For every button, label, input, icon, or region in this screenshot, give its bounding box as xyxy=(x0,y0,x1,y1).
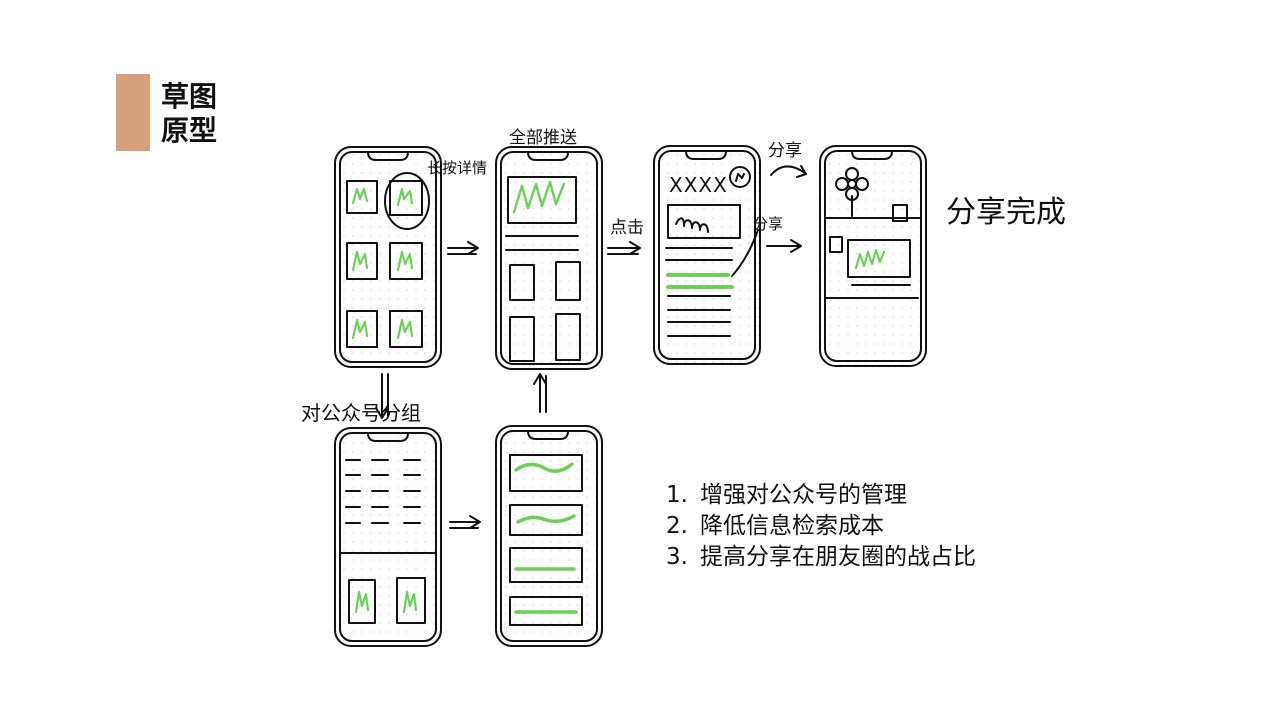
key-point-number: 2. xyxy=(666,513,688,539)
annotation-long-press: 长按详情 xyxy=(427,159,487,177)
annotation-xxxx: XXXX xyxy=(669,173,728,197)
title-accent-bar xyxy=(116,74,150,151)
annotation-click: 点击 xyxy=(610,218,644,238)
key-point-item: 1. 增强对公众号的管理 xyxy=(666,480,976,511)
annotation-share-arrow: 分享 xyxy=(753,215,783,233)
key-point-item: 3. 提高分享在朋友圈的战占比 xyxy=(666,542,976,573)
key-point-text: 提高分享在朋友圈的战占比 xyxy=(700,544,976,570)
phone-article-sketch xyxy=(653,145,761,365)
page-title: 草图 原型 xyxy=(161,80,217,148)
phone-grid-sketch xyxy=(334,146,442,368)
annotation-share-done: 分享完成 xyxy=(946,195,1066,230)
flow-arrows xyxy=(375,165,807,529)
annotation-all-articles: 全部推送 xyxy=(509,128,577,148)
key-point-item: 2. 降低信息检索成本 xyxy=(666,511,976,542)
key-points-list: 1. 增强对公众号的管理 2. 降低信息检索成本 3. 提高分享在朋友圈的战占比 xyxy=(666,480,976,573)
title-line-1: 草图 xyxy=(161,80,218,113)
key-point-text: 增强对公众号的管理 xyxy=(700,482,907,508)
annotation-share: 分享 xyxy=(768,141,802,161)
phone-all-articles-sketch xyxy=(495,146,603,370)
key-point-number: 1. xyxy=(666,482,688,508)
phone-list-sketch xyxy=(495,425,603,647)
title-line-2: 原型 xyxy=(161,114,218,147)
phone-grouping-sketch xyxy=(334,427,442,647)
key-point-number: 3. xyxy=(666,544,688,570)
annotation-group: 对公众号分组 xyxy=(301,401,421,425)
phone-share-done-sketch xyxy=(819,145,927,367)
key-point-text: 降低信息检索成本 xyxy=(700,513,884,539)
